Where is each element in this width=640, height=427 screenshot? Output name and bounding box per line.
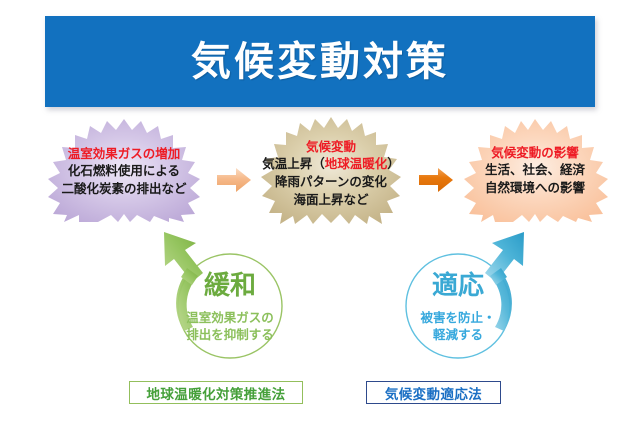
curved-up-left-arrow-icon [164,232,283,359]
cycle-description: 温室効果ガスの 排出を抑制する [140,310,320,344]
flow-block-line-1: 化石燃料使用による [67,162,181,178]
line-post: ） [387,155,400,171]
right-arrow-icon-light [217,168,251,192]
right-arrow-icon-dark [419,168,453,192]
law-label-text: 気候変動適応法 [384,386,483,403]
flow-block-climate-change: 気候変動 気温上昇（地球温暖化） 降雨パターンの変化 海面上昇など [243,116,419,224]
flow-block-line-1: 気温上昇（地球温暖化） [243,155,419,173]
cycle-adaptation: 適応 被害を防止・ 軽減する [368,228,548,408]
flow-block-text-group: 気候変動 気温上昇（地球温暖化） 降雨パターンの変化 海面上昇など [243,116,419,209]
flow-block-line-2: 降雨パターンの変化 [275,173,387,189]
law-label-adaptation: 気候変動適応法 [366,381,501,404]
flow-block-greenhouse-gas: 温室効果ガスの増加 化石燃料使用による 二酸化炭素の排出など [22,118,226,222]
curved-up-right-arrow-icon [405,232,524,359]
line-highlight: 地球温暖化 [324,155,388,171]
flow-block-line-1: 生活、社会、経済 [484,161,585,177]
page-title: 気候変動対策 [191,38,449,85]
flow-block-line-3: 海面上昇など [293,191,369,207]
cycle-desc-line-2: 排出を抑制する [186,326,274,342]
law-label-text: 地球温暖化対策推進法 [146,386,286,403]
starburst-shape-peach [464,119,608,222]
flow-block-text-group: 気候変動の影響 生活、社会、経済 自然環境への影響 [443,118,627,197]
flow-block-heading: 気候変動 [305,139,356,154]
law-label-mitigation: 地球温暖化対策推進法 [129,381,303,404]
cycle-desc-line-1: 温室効果ガスの [186,310,274,325]
flow-block-heading: 温室効果ガスの増加 [67,146,181,161]
cycle-desc-line-1: 被害を防止・ [420,310,496,325]
starburst-shape-tan [261,117,401,224]
flow-block-impact: 気候変動の影響 生活、社会、経済 自然環境への影響 [443,118,627,222]
flow-block-line-2: 自然環境への影響 [484,179,585,195]
line-pre: 気温上昇（ [262,155,325,171]
cycle-desc-line-2: 軽減する [432,326,483,342]
cycle-title: 適応 [431,271,484,301]
cycle-title: 緩和 [203,271,256,301]
title-banner: 気候変動対策 [45,16,595,107]
cycle-mitigation: 緩和 温室効果ガスの 排出を抑制する [140,228,320,408]
flow-block-line-2: 二酸化炭素の排出など [61,180,187,196]
cycle-description: 被害を防止・ 軽減する [368,310,548,344]
flow-block-text-group: 温室効果ガスの増加 化石燃料使用による 二酸化炭素の排出など [22,118,226,198]
starburst-shape-purple [48,119,200,222]
flow-block-heading: 気候変動の影響 [491,145,579,160]
